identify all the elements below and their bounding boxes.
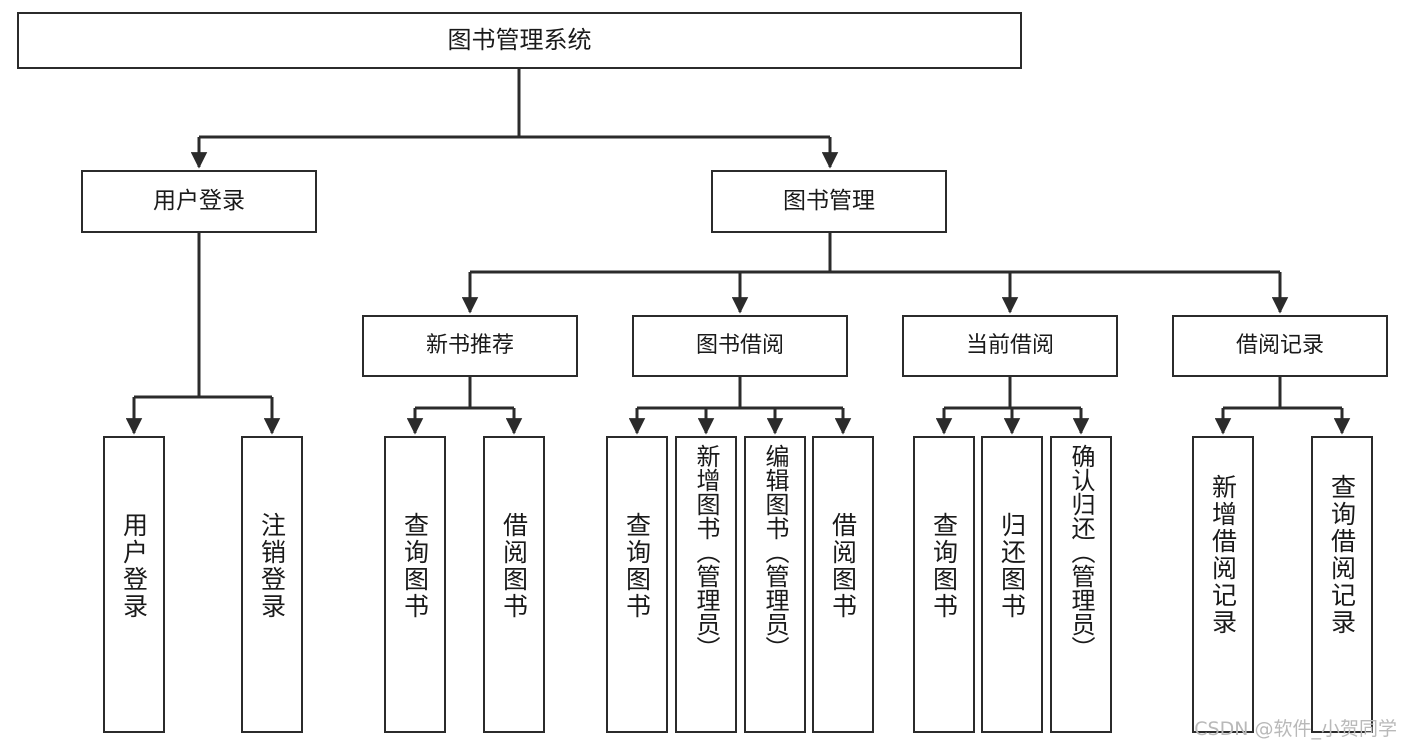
node-new-book-recommend[interactable]: 新书推荐: [362, 315, 578, 377]
node-label: 用户登录: [153, 187, 245, 214]
leaf-record-add-record[interactable]: 新增借阅记录: [1192, 436, 1254, 733]
node-label: 图书管理: [783, 187, 875, 214]
node-label: 归还图书: [997, 512, 1027, 620]
leaf-recommend-borrow-book[interactable]: 借阅图书: [483, 436, 545, 733]
leaf-borrow-query-book[interactable]: 查询图书: [606, 436, 668, 733]
node-label: 注销登录: [257, 512, 287, 620]
node-label: 用户登录: [119, 512, 149, 620]
node-current-borrow[interactable]: 当前借阅: [902, 315, 1118, 377]
node-label: 确认归还（管理员）: [1067, 444, 1095, 660]
node-label: 图书管理系统: [447, 26, 592, 55]
node-label: 借阅图书: [499, 512, 529, 620]
node-label: 借阅图书: [828, 512, 858, 620]
node-book-management[interactable]: 图书管理: [711, 170, 947, 233]
leaf-user-login-signin[interactable]: 用户登录: [103, 436, 165, 733]
leaf-borrow-add-book-admin[interactable]: 新增图书（管理员）: [675, 436, 737, 733]
node-label: 查询图书: [929, 512, 959, 620]
node-label: 新书推荐: [425, 332, 514, 358]
node-label: 借阅记录: [1235, 332, 1324, 358]
node-borrow-record[interactable]: 借阅记录: [1172, 315, 1388, 377]
csdn-watermark: CSDN @软件_小贺同学: [1194, 718, 1397, 740]
node-user-login[interactable]: 用户登录: [81, 170, 317, 233]
leaf-record-query-record[interactable]: 查询借阅记录: [1311, 436, 1373, 733]
node-label: 图书借阅: [695, 332, 784, 358]
node-label: 查询借阅记录: [1327, 474, 1357, 636]
node-label: 查询图书: [400, 512, 430, 620]
leaf-user-login-signout[interactable]: 注销登录: [241, 436, 303, 733]
node-root-system[interactable]: 图书管理系统: [17, 12, 1022, 69]
leaf-borrow-edit-book-admin[interactable]: 编辑图书（管理员）: [744, 436, 806, 733]
leaf-borrow-borrow-book[interactable]: 借阅图书: [812, 436, 874, 733]
leaf-current-return-book[interactable]: 归还图书: [981, 436, 1043, 733]
node-label: 新增借阅记录: [1208, 474, 1238, 636]
leaf-current-confirm-return-admin[interactable]: 确认归还（管理员）: [1050, 436, 1112, 733]
node-book-borrow[interactable]: 图书借阅: [632, 315, 848, 377]
node-label: 新增图书（管理员）: [692, 444, 720, 660]
node-label: 编辑图书（管理员）: [761, 444, 789, 660]
leaf-recommend-query-book[interactable]: 查询图书: [384, 436, 446, 733]
node-label: 查询图书: [622, 512, 652, 620]
node-label: 当前借阅: [965, 332, 1054, 358]
leaf-current-query-book[interactable]: 查询图书: [913, 436, 975, 733]
